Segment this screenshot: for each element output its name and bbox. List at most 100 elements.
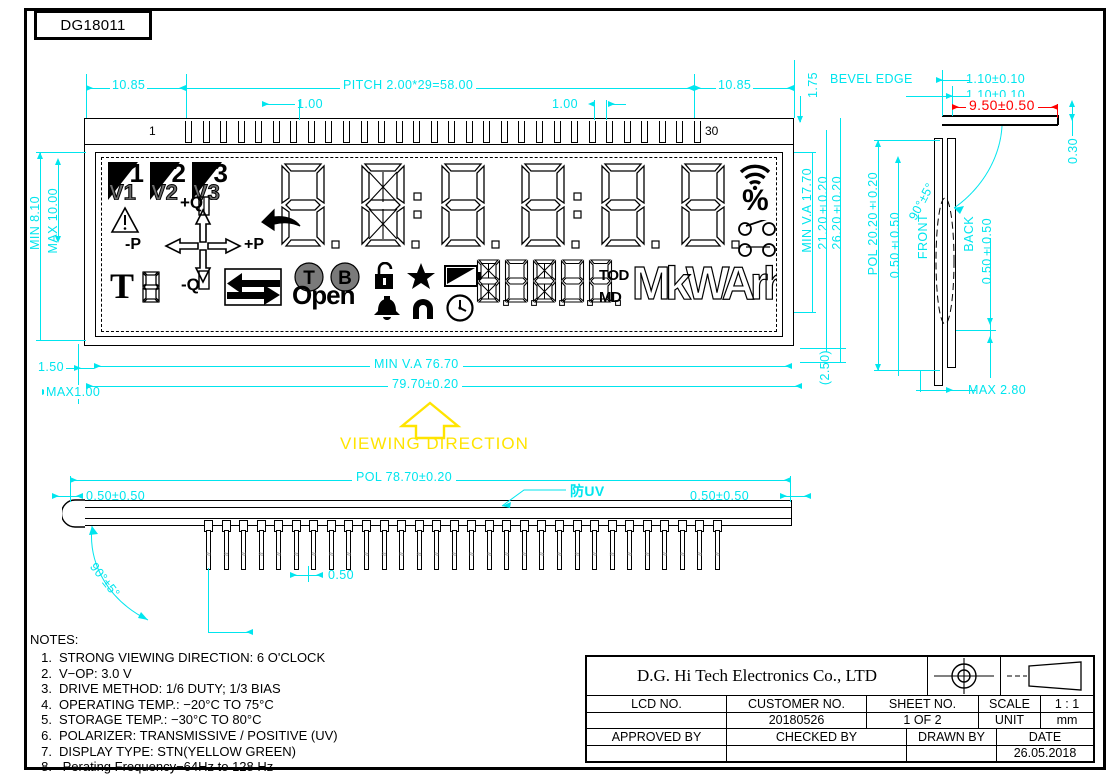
break-symbol: ≈	[557, 549, 562, 559]
decimal-point	[331, 240, 340, 249]
side-tab-top	[942, 115, 1058, 117]
break-symbol: ≈	[293, 549, 299, 559]
padlock-icon	[375, 262, 393, 289]
dim-pol-right: 0.50±0.50	[690, 489, 750, 503]
v-badge-1: 1 V1	[108, 162, 144, 200]
triangle-icon	[108, 162, 138, 200]
break-symbol: ≈	[223, 549, 229, 559]
pin-tooth	[571, 121, 579, 143]
leader-angle-bottom	[89, 525, 149, 621]
pin-tooth	[307, 121, 315, 143]
break-symbol: ≈	[328, 549, 334, 559]
seven-segment-digit	[142, 271, 160, 303]
bottom-pin-leg	[504, 530, 510, 570]
bottom-pin-leg	[311, 530, 317, 570]
note-number: 8.	[41, 759, 52, 775]
dim-line-pol-tol	[898, 160, 899, 376]
plus-q-label: +Q	[180, 193, 204, 212]
label-checked-by: CHECKED BY	[727, 729, 907, 745]
dim-pol-height: POL 20.20±0.20	[866, 172, 880, 276]
value-date: 26.05.2018	[1013, 746, 1077, 761]
star-icon	[407, 263, 435, 289]
dim-va-height: 21.20±0.20	[816, 176, 830, 250]
bottom-pin-leg	[346, 530, 352, 570]
value-customer-no: 20180526	[727, 712, 867, 728]
ext-line	[208, 568, 209, 632]
pin-tooth	[430, 121, 438, 143]
note-number: 4.	[41, 696, 52, 712]
break-symbol: ≈	[609, 549, 615, 559]
title-block-values-row-1: 20180526 1 OF 2 UNIT mm	[587, 712, 1093, 729]
wifi-icon	[739, 164, 771, 190]
bottom-pin-leg	[293, 530, 299, 570]
bottom-pin-leg	[381, 530, 387, 570]
bottom-pin-leg	[416, 530, 422, 570]
bottom-pin-leg	[609, 530, 615, 570]
break-symbol: ≈	[241, 549, 247, 559]
decimal-point	[411, 240, 420, 249]
pin-tooth	[342, 121, 350, 143]
dim-line-pol-h	[878, 140, 879, 370]
dim-pol-left: 0.50±0.50	[86, 489, 146, 503]
note-item: 3.DRIVE METHOD: 1/6 DUTY; 1/3 BIAS	[30, 681, 430, 697]
title-block-labels-row-1: LCD NO. CUSTOMER NO. SHEET NO. SCALE 1 :…	[587, 696, 1093, 713]
value-drawn-by	[907, 745, 997, 761]
side-view	[934, 138, 956, 386]
ext-line	[942, 70, 943, 116]
break-symbol: ≈	[276, 549, 282, 559]
sub-seven-segment-digit	[560, 259, 585, 303]
dim-total-width: 79.70±0.20	[388, 377, 463, 391]
plus-p-label: +P	[244, 236, 265, 253]
side-tab-bottom	[942, 124, 1058, 126]
ext-line	[874, 140, 940, 141]
bottom-pin-leg	[486, 530, 492, 570]
break-symbol: ≈	[469, 549, 475, 559]
pin-tooth	[395, 121, 403, 143]
ext-line	[956, 330, 996, 331]
open-label: Open	[292, 280, 355, 310]
bottom-pin-leg	[328, 530, 334, 570]
pin-tooth	[237, 121, 245, 143]
dim-line-max	[58, 160, 59, 240]
note-item: 4.OPERATING TEMP.: −20°C TO 75°C	[30, 697, 430, 713]
bottom-pin-leg	[592, 530, 598, 570]
projection-cone-icon	[1007, 661, 1082, 691]
ext-line	[790, 476, 791, 502]
break-symbol: ≈	[697, 549, 703, 559]
notes-header: NOTES:	[30, 632, 79, 647]
dim-line-va	[826, 130, 827, 352]
break-symbol: ≈	[539, 549, 545, 559]
ext-line	[186, 74, 187, 118]
ext-line	[78, 344, 79, 404]
bottom-pin-leg	[434, 530, 440, 570]
dim-min-height: MIN 8.10	[28, 196, 42, 250]
big-seven-segment-digit	[361, 163, 405, 247]
label-uv-protection: 防UV	[570, 483, 605, 499]
pin-tooth	[465, 121, 473, 143]
label-drawn-by: DRAWN BY	[907, 729, 997, 745]
pin-tooth	[483, 121, 491, 143]
pin-tooth	[693, 121, 701, 143]
note-number: 2.	[41, 665, 52, 681]
first-angle-circle-icon	[934, 658, 994, 694]
bottom-left-round-end	[62, 499, 85, 528]
ext-line	[874, 370, 940, 371]
note-number: 6.	[41, 727, 52, 743]
break-symbol: ≈	[346, 549, 352, 559]
decimal-point	[571, 240, 580, 249]
ext-line	[208, 632, 252, 633]
pin-tooth	[536, 121, 543, 143]
dim-max-thickness: MAX 2.80	[968, 383, 1027, 397]
dim-pitch: PITCH 2.00*29=58.00	[340, 78, 477, 92]
pin-tooth	[676, 121, 684, 143]
bottom-pin-leg	[662, 530, 668, 570]
ext-line	[800, 348, 846, 349]
dim-overhang: 9.50±0.50	[966, 97, 1038, 113]
note-text: DISPLAY TYPE: STN(YELLOW GREEN)	[59, 743, 296, 759]
note-item: 5.STORAGE TEMP.: −30°C TO 80°C	[30, 712, 430, 728]
company-name: D.G. Hi Tech Electronics Co., LTD	[636, 666, 878, 685]
bottom-pin-leg	[557, 530, 562, 570]
value-unit: mm	[1056, 713, 1078, 728]
label-viewing-direction: VIEWING DIRECTION	[340, 434, 529, 453]
pin-strip: 1 30	[85, 119, 793, 145]
